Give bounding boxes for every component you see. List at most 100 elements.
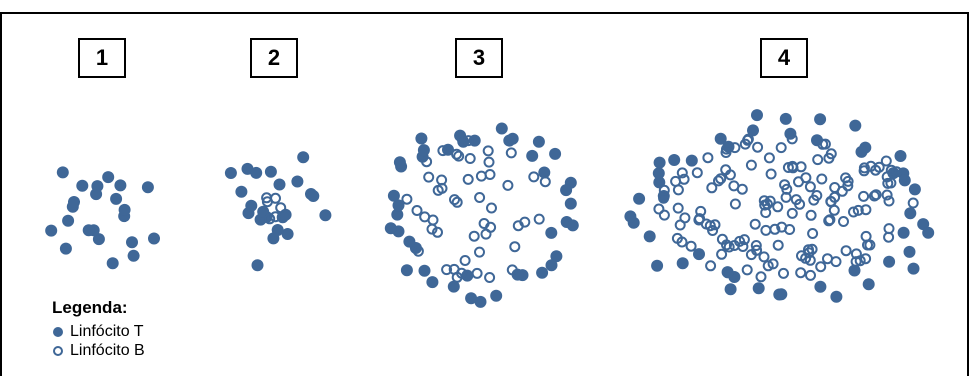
t-lymphocyte <box>235 186 247 198</box>
t-lymphocyte <box>830 291 842 303</box>
t-lymphocyte <box>119 204 131 216</box>
b-lymphocyte <box>674 204 683 213</box>
b-lymphocyte <box>693 168 702 177</box>
b-lymphocyte <box>473 269 482 278</box>
b-lymphocyte <box>687 242 696 251</box>
t-lymphocyte <box>814 281 826 293</box>
legend-label-b-cell: Linfócito B <box>70 342 145 360</box>
b-lymphocyte <box>731 200 740 209</box>
b-lymphocyte <box>510 242 519 251</box>
b-lymphocyte <box>794 177 803 186</box>
t-lymphocyte <box>883 256 895 268</box>
t-lymphocyte <box>533 136 545 148</box>
t-lymphocyte <box>909 183 921 195</box>
b-lymphocyte <box>806 271 815 280</box>
b-lymphocyte <box>424 173 433 182</box>
b-lymphocyte <box>796 268 805 277</box>
t-lymphocyte <box>644 230 656 242</box>
t-lymphocyte <box>904 246 916 258</box>
t-lymphocyte <box>780 113 792 125</box>
b-lymphocyte <box>466 154 475 163</box>
t-lymphocyte <box>45 225 57 237</box>
b-lymphocyte <box>503 181 512 190</box>
b-lymphocyte <box>807 211 816 220</box>
b-lymphocyte <box>788 209 797 218</box>
b-lymphocyte <box>816 262 825 271</box>
t-lymphocyte <box>549 148 561 160</box>
b-lymphocyte <box>751 220 760 229</box>
t-lymphocyte <box>908 263 920 275</box>
t-lymphocyte <box>102 171 114 183</box>
hollow-circle-icon <box>52 345 64 357</box>
cluster-3 <box>385 123 579 308</box>
t-lymphocyte <box>773 289 785 301</box>
t-lymphocyte <box>633 193 645 205</box>
t-lymphocyte <box>624 210 636 222</box>
b-lymphocyte <box>777 143 786 152</box>
t-lymphocyte <box>225 167 237 179</box>
t-lymphocyte <box>401 264 413 276</box>
t-lymphocyte <box>651 260 663 272</box>
b-lymphocyte <box>832 257 841 266</box>
t-lymphocyte <box>863 278 875 290</box>
t-lymphocyte <box>415 133 427 145</box>
t-lymphocyte <box>751 109 763 121</box>
b-lymphocyte <box>716 174 725 183</box>
b-lymphocyte <box>461 256 470 265</box>
b-lymphocyte <box>703 153 712 162</box>
t-lymphocyte <box>419 265 431 277</box>
b-lymphocyte <box>541 177 550 186</box>
t-lymphocyte <box>107 257 119 269</box>
b-lymphocyte <box>760 252 769 261</box>
b-lymphocyte <box>654 205 663 214</box>
t-lymphocyte <box>297 151 309 163</box>
b-lymphocyte <box>717 250 726 259</box>
t-lymphocyte <box>849 120 861 132</box>
b-lymphocyte <box>738 185 747 194</box>
t-lymphocyte <box>245 200 257 212</box>
b-lymphocyte <box>842 246 851 255</box>
t-lymphocyte <box>291 176 303 188</box>
t-lymphocyte <box>128 250 140 262</box>
t-lymphocyte <box>148 233 160 245</box>
b-lymphocyte <box>276 203 285 212</box>
t-lymphocyte <box>319 209 331 221</box>
b-lymphocyte <box>838 187 847 196</box>
b-lymphocyte <box>676 221 685 230</box>
cluster-4 <box>624 109 934 303</box>
b-lymphocyte <box>743 265 752 274</box>
t-lymphocyte <box>403 236 415 248</box>
t-lymphocyte <box>418 144 430 156</box>
b-lymphocyte <box>885 197 894 206</box>
t-lymphocyte <box>814 113 826 125</box>
t-lymphocyte <box>653 167 665 179</box>
b-lymphocyte <box>813 155 822 164</box>
t-lymphocyte <box>898 227 910 239</box>
t-lymphocyte <box>668 154 680 166</box>
b-lymphocyte <box>767 170 776 179</box>
cluster-2 <box>225 151 332 271</box>
legend: Legenda: Linfócito T Linfócito B <box>52 298 145 360</box>
t-lymphocyte <box>68 196 80 208</box>
b-lymphocyte <box>753 143 762 152</box>
t-lymphocyte <box>62 215 74 227</box>
t-lymphocyte <box>126 236 138 248</box>
t-lymphocyte <box>490 290 502 302</box>
t-lymphocyte <box>895 150 907 162</box>
t-lymphocyte <box>654 157 666 169</box>
t-lymphocyte <box>546 259 558 271</box>
t-lymphocyte <box>252 259 264 271</box>
b-lymphocyte <box>464 175 473 184</box>
b-lymphocyte <box>485 158 494 167</box>
t-lymphocyte <box>267 232 279 244</box>
b-lymphocyte <box>413 206 422 215</box>
t-lymphocyte <box>385 222 397 234</box>
b-lymphocyte <box>862 232 871 241</box>
b-lymphocyte <box>475 193 484 202</box>
t-lymphocyte <box>465 292 477 304</box>
b-lymphocyte <box>484 146 493 155</box>
b-lymphocyte <box>747 161 756 170</box>
t-lymphocyte <box>496 123 508 135</box>
t-lymphocyte <box>307 190 319 202</box>
b-lymphocyte <box>859 192 868 201</box>
